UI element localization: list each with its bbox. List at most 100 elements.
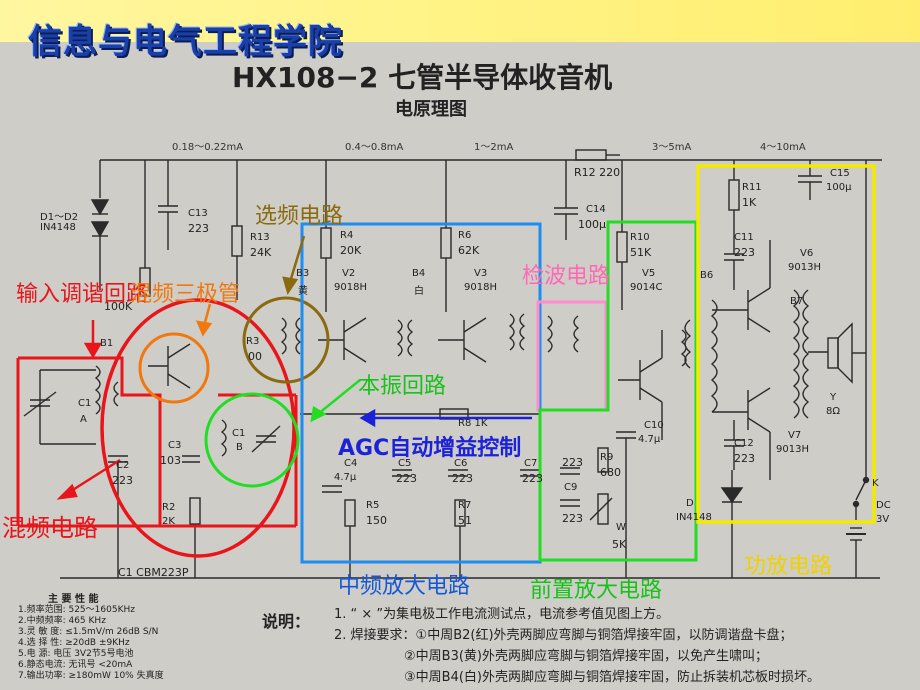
r3-value: 00 bbox=[248, 350, 262, 363]
v6-value: 9013H bbox=[788, 262, 821, 273]
current-label-1: 0.18～0.22mA bbox=[172, 142, 244, 153]
circuit-wiring bbox=[23, 149, 882, 579]
c14-value: 100μ bbox=[578, 218, 606, 231]
c15-label: C15 bbox=[830, 168, 850, 179]
d-value: IN4148 bbox=[676, 512, 712, 523]
c2-label: C2 bbox=[116, 460, 130, 471]
current-label-4: 3～5mA bbox=[652, 142, 692, 153]
notes-block: 1. “ × ”为集电极工作电流测试点，电流参考值见图上方。 2. 焊接要求：①… bbox=[334, 604, 820, 688]
spec-item: 1.频率范围: 525～1605KHz bbox=[18, 605, 135, 615]
annotation-agc: AGC自动增益控制 bbox=[338, 436, 522, 461]
annotation-oscillator: 本振回路 bbox=[358, 374, 447, 399]
annotation-if-amp: 中频放大电路 bbox=[338, 574, 471, 599]
spec-item: 6.静态电流: 无讯号 <20mA bbox=[18, 660, 133, 670]
v3-value: 9018H bbox=[464, 282, 497, 293]
notes-label: 说明： bbox=[262, 612, 311, 631]
spec-item: 2.中频频率: 465 KHz bbox=[18, 616, 106, 626]
c7-label: C7 bbox=[524, 458, 538, 469]
r8-label: R8 1K bbox=[458, 418, 488, 429]
annotation-mixer-transistor: 混频三极管 bbox=[130, 282, 241, 307]
specs-heading: 主 要 性 能 bbox=[48, 594, 99, 605]
r1-value: 100K bbox=[104, 300, 133, 313]
r11-label: R11 bbox=[742, 182, 762, 193]
diagram-title: HX108−2 七管半导体收音机 bbox=[232, 61, 613, 94]
oscillator-circle bbox=[204, 392, 300, 488]
v2-value: 9018H bbox=[334, 282, 367, 293]
r4-value: 20K bbox=[340, 244, 362, 257]
c9-label: C9 bbox=[564, 482, 578, 493]
mixing-circle bbox=[100, 298, 296, 558]
r13-value: 24K bbox=[250, 246, 272, 259]
b1-label: B1 bbox=[100, 338, 114, 349]
c11-label: C11 bbox=[734, 232, 754, 243]
annotation-freq-select: 选频电路 bbox=[255, 204, 344, 229]
cbm-label: C1 CBM223P bbox=[118, 566, 189, 579]
annotation-input-tuning: 输入调谐回路 bbox=[16, 282, 149, 307]
current-label-3: 1～2mA bbox=[474, 142, 514, 153]
annotation-power-amp: 功放电路 bbox=[744, 554, 833, 579]
r10-value: 51K bbox=[630, 246, 652, 259]
annotation-mixing: 混频电路 bbox=[2, 514, 98, 542]
r9-label: R9 bbox=[600, 452, 614, 463]
c5-label: C5 bbox=[398, 458, 412, 469]
c2-value: 223 bbox=[112, 474, 133, 487]
r6-value: 62K bbox=[458, 244, 480, 257]
y-label: Y bbox=[830, 392, 837, 403]
r2-label: R2 bbox=[162, 502, 176, 513]
annotation-overlays bbox=[16, 164, 876, 564]
note-line: 1. “ × ”为集电极工作电流测试点，电流参考值见图上方。 bbox=[334, 607, 670, 622]
c7-value: 223 bbox=[522, 472, 543, 485]
b4-label: B4 bbox=[412, 268, 426, 279]
c11-value: 223 bbox=[734, 246, 755, 259]
b3-value: 黄 bbox=[298, 286, 308, 297]
c15-value: 100μ bbox=[826, 182, 852, 193]
header-banner bbox=[0, 0, 920, 42]
c1b-value: B bbox=[236, 442, 243, 453]
c1-label: C1 bbox=[78, 398, 92, 409]
w-value: 5K bbox=[612, 538, 627, 551]
in4148-label: IN4148 bbox=[40, 222, 76, 233]
mixer-transistor-circle bbox=[138, 332, 210, 404]
w-label: W bbox=[616, 522, 626, 533]
spec-item: 3.灵 敏 度: ≤1.5mV/m 26dB S/N bbox=[18, 627, 159, 637]
r5-value: 150 bbox=[366, 514, 387, 527]
freq-select-circle bbox=[242, 296, 330, 384]
diagram-subtitle: 电原理图 bbox=[395, 99, 467, 120]
dc-label: DC bbox=[876, 500, 891, 511]
specs-block: 主 要 性 能 1.频率范围: 525～1605KHz 2.中频频率: 465 … bbox=[18, 594, 164, 682]
c9-value: 223 bbox=[562, 512, 583, 525]
current-label-5: 4～10mA bbox=[760, 142, 806, 153]
c3-label: C3 bbox=[168, 440, 182, 451]
y-value: 8Ω bbox=[826, 406, 841, 417]
r3-label: R3 bbox=[246, 336, 260, 347]
r9-value: 680 bbox=[600, 466, 621, 479]
power-amp-box bbox=[696, 164, 876, 524]
c6-label: C6 bbox=[454, 458, 468, 469]
c14-label: C14 bbox=[586, 204, 606, 215]
school-title: 信息与电气工程学院 bbox=[28, 22, 343, 62]
r12-label: R12 220 bbox=[574, 166, 621, 179]
note-line: ②中周B3(黄)外壳两脚应弯脚与铜箔焊接牢固，以免产生啸叫； bbox=[404, 649, 768, 664]
v7-label: V7 bbox=[788, 430, 802, 441]
r7-value: 51 bbox=[458, 514, 472, 527]
c4-value: 4.7μ bbox=[334, 472, 357, 483]
note-line: 2. 焊接要求：①中周B2(红)外壳两脚应弯脚与铜箔焊接牢固，以防调谐盘卡盘； bbox=[334, 628, 793, 643]
annotation-detector: 检波电路 bbox=[522, 264, 611, 289]
b4-value: 白 bbox=[414, 286, 424, 297]
r7-label: R7 bbox=[458, 500, 472, 511]
c5-value: 223 bbox=[396, 472, 417, 485]
v6-label: V6 bbox=[800, 248, 814, 259]
spec-item: 7.输出功率: ≥180mW 10% 失真度 bbox=[18, 671, 164, 681]
r11-value: 1K bbox=[742, 196, 757, 209]
b3-label: B3 bbox=[296, 268, 310, 279]
r5-label: R5 bbox=[366, 500, 380, 511]
v3-label: V3 bbox=[474, 268, 488, 279]
b7-label: B7 bbox=[790, 296, 804, 307]
c6-value: 223 bbox=[452, 472, 473, 485]
v5-value: 9014C bbox=[630, 282, 663, 293]
r6-label: R6 bbox=[458, 230, 472, 241]
c8-value: 223 bbox=[562, 456, 583, 469]
note-line: ③中周B4(白)外壳两脚应弯脚与铜箔焊接牢固，防止拆装机芯板时损坏。 bbox=[404, 670, 820, 685]
v2-label: V2 bbox=[342, 268, 356, 279]
